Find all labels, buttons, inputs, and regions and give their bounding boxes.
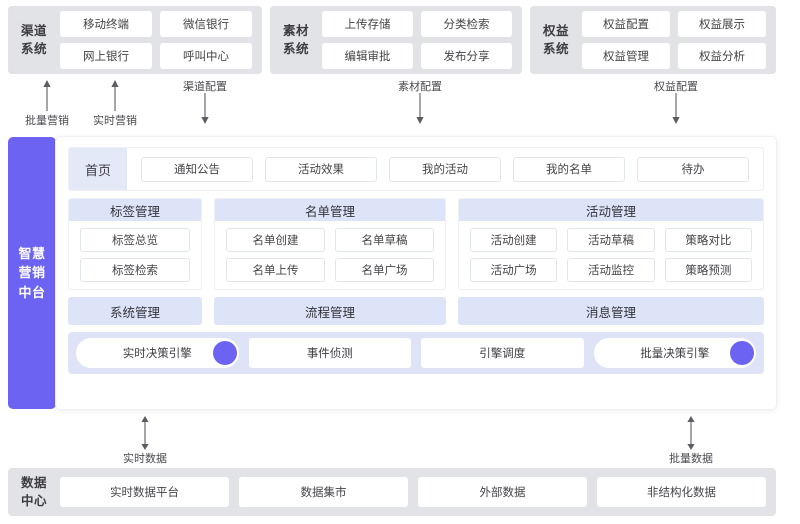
channel-item-callcenter[interactable]: 呼叫中心 xyxy=(160,43,252,69)
data-center-title: 数据中心 xyxy=(20,475,47,508)
channel-system-band: 渠道系统 移动终端 微信银行 网上银行 呼叫中心 xyxy=(8,6,262,74)
strategy-compare-button[interactable]: 策略对比 xyxy=(664,228,752,252)
channel-item-online[interactable]: 网上银行 xyxy=(60,43,152,69)
rights-item-manage[interactable]: 权益管理 xyxy=(582,43,670,69)
channel-system-items: 移动终端 微信银行 网上银行 呼叫中心 xyxy=(60,11,262,69)
campaign-create-button[interactable]: 活动创建 xyxy=(470,228,558,252)
arrow-down-icon xyxy=(201,93,209,124)
management-groups: 标签管理 标签总览 标签检索 名单管理 名单创建 名单草稿 名单上传 名单广场 … xyxy=(68,198,764,290)
arrow-material-config-label: 素材配置 xyxy=(398,81,442,93)
material-item-review[interactable]: 编辑审批 xyxy=(322,43,413,69)
data-center-band: 数据中心 实时数据平台 数据集市 外部数据 非结构化数据 xyxy=(8,468,776,516)
arrow-down-icon xyxy=(416,93,424,124)
rights-system-band: 权益系统 权益配置 权益展示 权益管理 权益分析 xyxy=(530,6,776,74)
tag-management-card: 标签管理 标签总览 标签检索 xyxy=(68,198,202,290)
list-draft-button[interactable]: 名单草稿 xyxy=(335,228,434,252)
campaign-management-card: 活动管理 活动创建 活动草稿 策略对比 活动广场 活动监控 策略预测 xyxy=(458,198,764,290)
batch-engine-dot-icon xyxy=(730,341,754,365)
data-item-data-mart[interactable]: 数据集市 xyxy=(239,477,408,507)
platform-panel: 首页 通知公告 活动效果 我的活动 我的名单 待办 标签管理 标签总览 标签检索… xyxy=(56,137,776,409)
arrow-realtime-data-label: 实时数据 xyxy=(123,453,167,465)
campaign-management-items: 活动创建 活动草稿 策略对比 活动广场 活动监控 策略预测 xyxy=(459,221,763,289)
material-system-title: 素材系统 xyxy=(282,23,309,56)
tab-notice[interactable]: 通知公告 xyxy=(141,156,253,182)
strategy-forecast-button[interactable]: 策略预测 xyxy=(664,258,752,282)
realtime-engine-dot-icon xyxy=(212,341,237,365)
realtime-decision-engine-label: 实时决策引擎 xyxy=(122,348,192,360)
arrow-batch-data-label: 批量数据 xyxy=(669,453,713,465)
event-detection[interactable]: 事件侦测 xyxy=(248,338,411,368)
list-upload-button[interactable]: 名单上传 xyxy=(226,258,325,282)
campaign-management-title: 活动管理 xyxy=(459,199,763,221)
rights-system-title: 权益系统 xyxy=(542,23,569,56)
material-item-publish[interactable]: 发布分享 xyxy=(421,43,512,69)
secondary-bars: 系统管理 流程管理 消息管理 xyxy=(68,297,764,325)
arrow-up-icon xyxy=(111,80,119,111)
list-management-items: 名单创建 名单草稿 名单上传 名单广场 xyxy=(215,221,445,289)
list-create-button[interactable]: 名单创建 xyxy=(226,228,325,252)
data-item-unstructured-data[interactable]: 非结构化数据 xyxy=(597,477,766,507)
data-item-realtime-platform[interactable]: 实时数据平台 xyxy=(60,477,229,507)
channel-system-title: 渠道系统 xyxy=(20,23,47,56)
channel-item-wechat[interactable]: 微信银行 xyxy=(160,11,252,37)
arrow-up-icon xyxy=(43,80,51,111)
process-management-bar[interactable]: 流程管理 xyxy=(214,297,446,325)
campaign-monitor-button[interactable]: 活动监控 xyxy=(567,258,655,282)
engine-scheduling-label: 引擎调度 xyxy=(479,348,526,360)
tab-my-lists[interactable]: 我的名单 xyxy=(513,156,625,182)
list-management-card: 名单管理 名单创建 名单草稿 名单上传 名单广场 xyxy=(214,198,446,290)
campaign-draft-button[interactable]: 活动草稿 xyxy=(567,228,655,252)
arrow-channel-config-label: 渠道配置 xyxy=(183,81,227,93)
tab-my-campaigns[interactable]: 我的活动 xyxy=(389,156,501,182)
system-management-bar[interactable]: 系统管理 xyxy=(68,297,202,325)
tag-overview-button[interactable]: 标签总览 xyxy=(80,228,190,252)
tab-campaign-effect[interactable]: 活动效果 xyxy=(265,156,377,182)
material-system-items: 上传存储 分类检索 编辑审批 发布分享 xyxy=(322,11,522,69)
platform-rail: 智慧营销中台 xyxy=(8,137,56,409)
tag-management-title: 标签管理 xyxy=(69,199,201,221)
channel-item-mobile[interactable]: 移动终端 xyxy=(60,11,152,37)
tab-strip: 首页 通知公告 活动效果 我的活动 我的名单 待办 xyxy=(68,147,764,191)
realtime-decision-engine[interactable]: 实时决策引擎 xyxy=(76,338,239,368)
rights-item-analyze[interactable]: 权益分析 xyxy=(678,43,766,69)
batch-decision-engine[interactable]: 批量决策引擎 xyxy=(593,338,756,368)
rights-item-display[interactable]: 权益展示 xyxy=(678,11,766,37)
arrow-bidirectional-icon xyxy=(141,416,149,450)
list-management-title: 名单管理 xyxy=(215,199,445,221)
tag-search-button[interactable]: 标签检索 xyxy=(80,258,190,282)
message-management-bar[interactable]: 消息管理 xyxy=(458,297,764,325)
tab-list: 通知公告 活动效果 我的活动 我的名单 待办 xyxy=(127,156,763,182)
arrow-bidirectional-icon xyxy=(687,416,695,450)
batch-decision-engine-label: 批量决策引擎 xyxy=(640,348,710,360)
arrow-down-icon xyxy=(672,93,680,124)
tag-management-items: 标签总览 标签检索 xyxy=(69,221,201,289)
material-system-band: 素材系统 上传存储 分类检索 编辑审批 发布分享 xyxy=(270,6,522,74)
tab-home[interactable]: 首页 xyxy=(69,148,127,190)
material-item-upload[interactable]: 上传存储 xyxy=(322,11,413,37)
event-detection-label: 事件侦测 xyxy=(306,348,353,360)
data-center-items: 实时数据平台 数据集市 外部数据 非结构化数据 xyxy=(60,477,776,507)
rights-system-items: 权益配置 权益展示 权益管理 权益分析 xyxy=(582,11,776,69)
arrow-realtime-marketing-label: 实时营销 xyxy=(93,115,137,127)
material-item-search[interactable]: 分类检索 xyxy=(421,11,512,37)
arrow-batch-marketing-label: 批量营销 xyxy=(25,115,69,127)
arrow-rights-config-label: 权益配置 xyxy=(654,81,698,93)
campaign-square-button[interactable]: 活动广场 xyxy=(470,258,558,282)
platform-rail-label: 智慧营销中台 xyxy=(18,245,46,300)
tab-todo[interactable]: 待办 xyxy=(637,156,749,182)
engine-strip: 实时决策引擎 事件侦测 引擎调度 批量决策引擎 xyxy=(68,332,764,374)
list-square-button[interactable]: 名单广场 xyxy=(335,258,434,282)
engine-scheduling[interactable]: 引擎调度 xyxy=(421,338,584,368)
rights-item-config[interactable]: 权益配置 xyxy=(582,11,670,37)
data-item-external-data[interactable]: 外部数据 xyxy=(418,477,587,507)
